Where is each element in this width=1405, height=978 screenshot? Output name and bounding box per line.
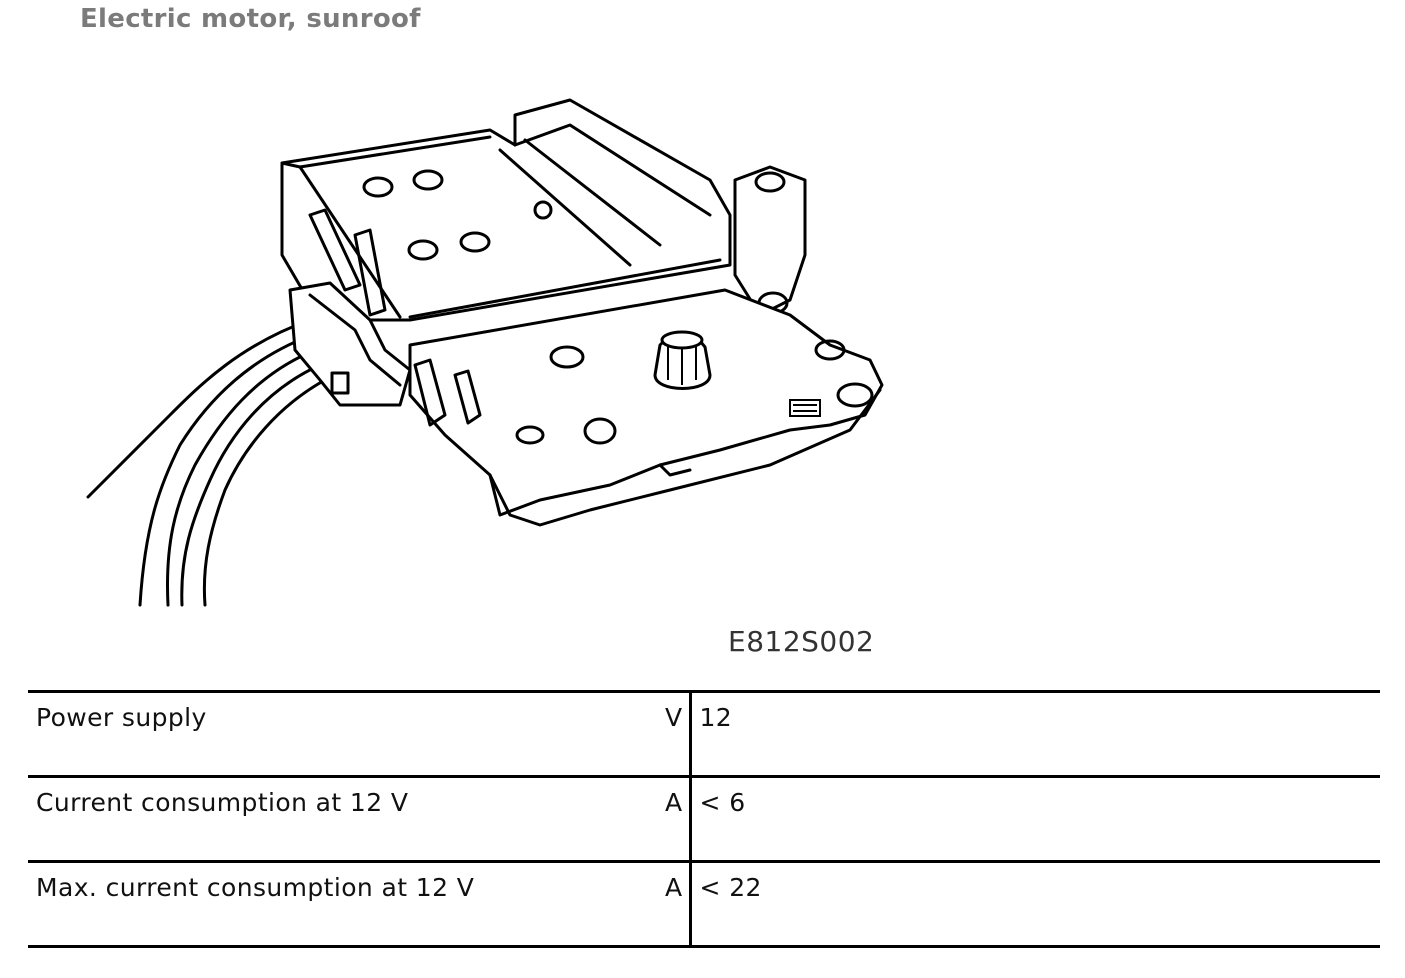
spec-value: < 6 <box>690 775 1380 863</box>
page-title: Electric motor, sunroof <box>80 4 421 34</box>
table-row: Max. current consumption at 12 V A < 22 <box>28 860 1380 948</box>
sunroof-motor-icon <box>86 98 884 607</box>
spec-label: Current consumption at 12 V <box>28 775 664 863</box>
table-row: Current consumption at 12 V A < 6 <box>28 775 1380 863</box>
spec-table: Power supply V 12 Current consumption at… <box>28 690 1380 948</box>
spec-label: Power supply <box>28 690 664 778</box>
figure-code: E812S002 <box>728 625 875 658</box>
sunroof-motor-illustration <box>70 85 900 625</box>
spec-unit: A <box>664 775 692 863</box>
spec-unit: A <box>664 860 692 948</box>
spec-label: Max. current consumption at 12 V <box>28 860 664 948</box>
spec-value: 12 <box>690 690 1380 778</box>
table-row: Power supply V 12 <box>28 690 1380 778</box>
spec-unit: V <box>664 690 692 778</box>
spec-value: < 22 <box>690 860 1380 948</box>
